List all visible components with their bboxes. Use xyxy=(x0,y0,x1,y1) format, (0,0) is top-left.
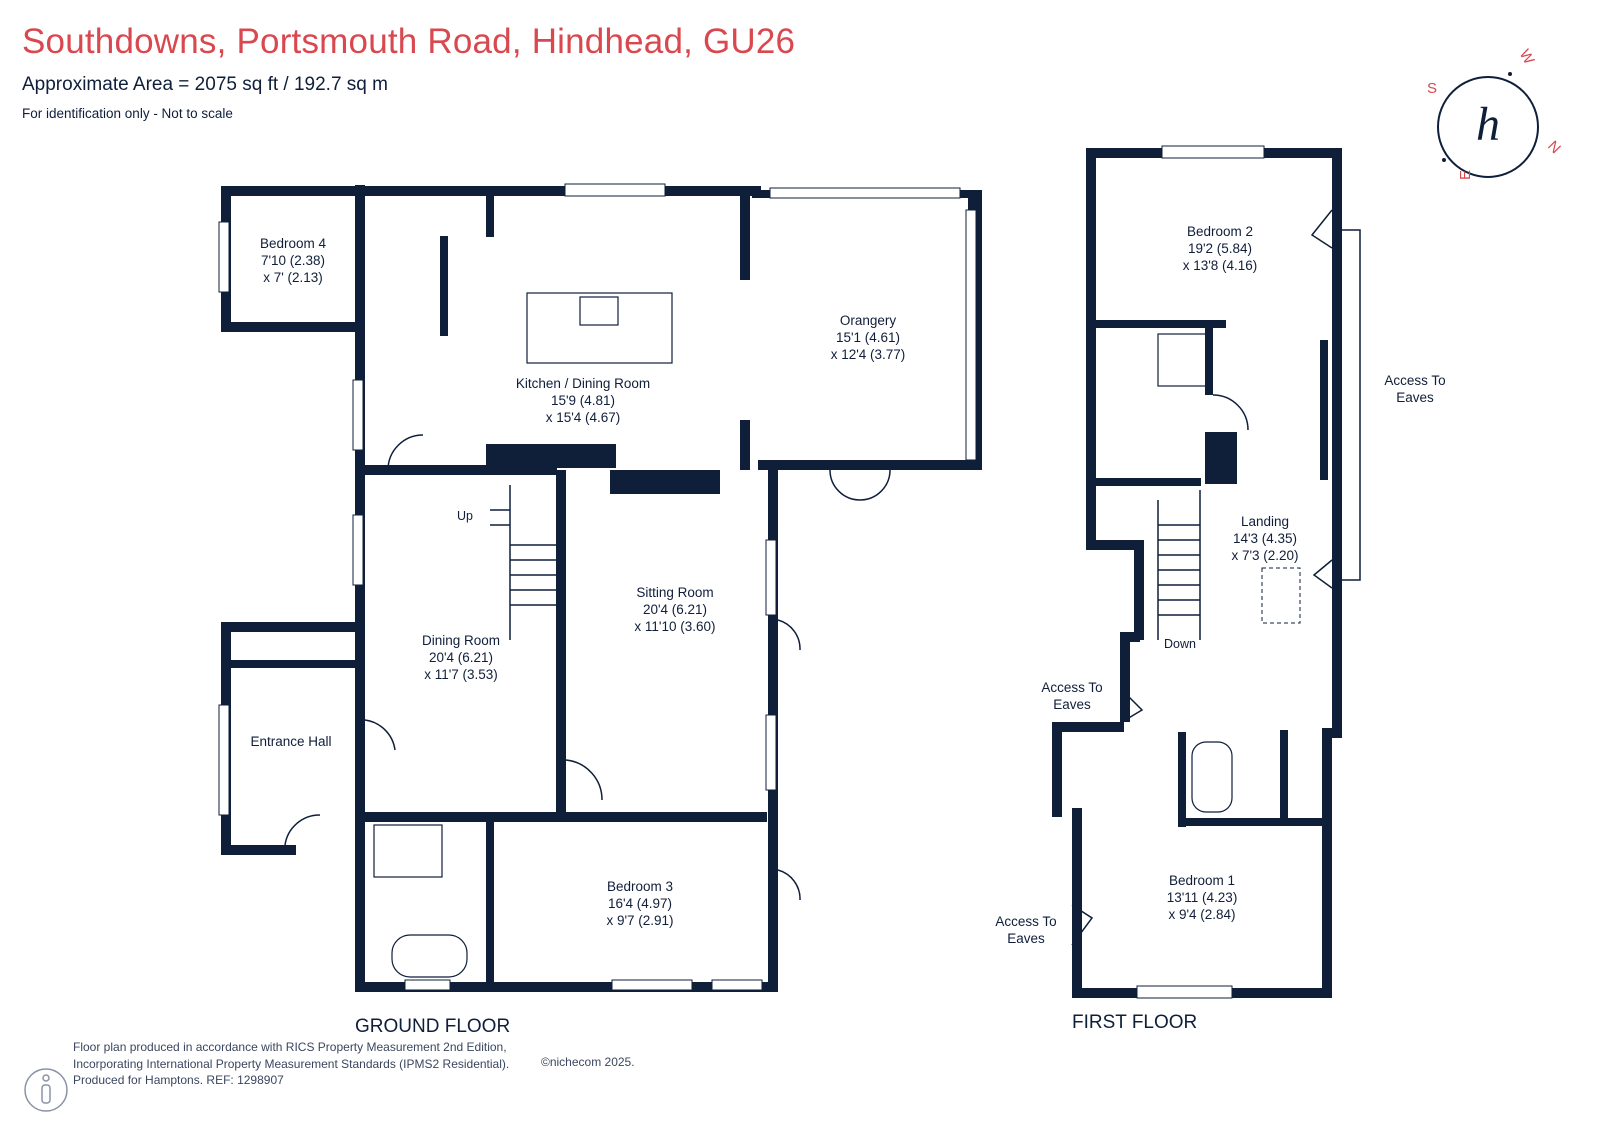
footer-copyright: ©nichecom 2025. xyxy=(541,1055,635,1069)
svg-text:Bedroom 1: Bedroom 1 xyxy=(1169,873,1235,888)
eaves-access-mid: Access To Eaves xyxy=(1041,680,1102,712)
svg-text:Landing: Landing xyxy=(1241,514,1289,529)
svg-text:14'3 (4.35): 14'3 (4.35) xyxy=(1233,531,1297,546)
svg-text:x 9'7 (2.91): x 9'7 (2.91) xyxy=(606,913,673,928)
first-floor-label: FIRST FLOOR xyxy=(1072,1012,1197,1033)
svg-text:x 11'10 (3.60): x 11'10 (3.60) xyxy=(634,619,715,634)
footer-line-1: Floor plan produced in accordance with R… xyxy=(73,1040,507,1054)
svg-text:7'10 (2.38): 7'10 (2.38) xyxy=(261,253,325,268)
room-sitting: Sitting Room 20'4 (6.21) x 11'10 (3.60) xyxy=(634,585,715,634)
svg-text:Eaves: Eaves xyxy=(1007,931,1045,946)
svg-text:Access To: Access To xyxy=(995,914,1056,929)
svg-text:Eaves: Eaves xyxy=(1396,390,1434,405)
room-kitchen-dining: Kitchen / Dining Room 15'9 (4.81) x 15'4… xyxy=(516,376,650,425)
footer-line-2: Incorporating International Property Mea… xyxy=(73,1056,510,1071)
svg-text:Bedroom 3: Bedroom 3 xyxy=(607,879,673,894)
svg-text:16'4 (4.97): 16'4 (4.97) xyxy=(608,896,672,911)
svg-text:Kitchen / Dining Room: Kitchen / Dining Room xyxy=(516,376,650,391)
compass-w: W xyxy=(1516,47,1538,68)
svg-text:19'2 (5.84): 19'2 (5.84) xyxy=(1188,241,1252,256)
compass-s: S xyxy=(1427,80,1437,97)
footer-text: Floor plan produced in accordance with R… xyxy=(73,1039,509,1089)
svg-text:15'1 (4.61): 15'1 (4.61) xyxy=(836,330,900,345)
compass-logo: h S W N E xyxy=(1427,47,1564,180)
svg-text:Orangery: Orangery xyxy=(840,313,897,328)
page-title: Southdowns, Portsmouth Road, Hindhead, G… xyxy=(22,22,796,61)
ground-floor-label: GROUND FLOOR xyxy=(355,1016,510,1037)
svg-text:15'9 (4.81): 15'9 (4.81) xyxy=(551,393,615,408)
ground-floor-plan xyxy=(218,183,982,992)
room-landing: Landing 14'3 (4.35) x 7'3 (2.20) xyxy=(1231,514,1298,563)
stairs-up-label: Up xyxy=(457,509,473,523)
svg-text:x 7' (2.13): x 7' (2.13) xyxy=(263,270,323,285)
svg-text:x 15'4 (4.67): x 15'4 (4.67) xyxy=(546,410,621,425)
info-icon xyxy=(24,1068,68,1112)
room-bedroom1: Bedroom 1 13'11 (4.23) x 9'4 (2.84) xyxy=(1167,873,1238,922)
room-orangery: Orangery 15'1 (4.61) x 12'4 (3.77) xyxy=(831,313,906,362)
eaves-access-low: Access To Eaves xyxy=(995,914,1056,946)
compass-n: N xyxy=(1544,138,1564,158)
compass-e: E xyxy=(1457,170,1474,180)
eaves-access-right: Access To Eaves xyxy=(1384,373,1445,405)
svg-text:Eaves: Eaves xyxy=(1053,697,1091,712)
svg-text:x 12'4 (3.77): x 12'4 (3.77) xyxy=(831,347,906,362)
stairs-down-label: Down xyxy=(1164,637,1196,651)
svg-text:x 7'3 (2.20): x 7'3 (2.20) xyxy=(1231,548,1298,563)
room-bedroom2: Bedroom 2 19'2 (5.84) x 13'8 (4.16) xyxy=(1183,224,1258,273)
room-bedroom4: Bedroom 4 7'10 (2.38) x 7' (2.13) xyxy=(260,236,327,285)
room-entrance-hall: Entrance Hall xyxy=(250,734,331,749)
room-bedroom3: Bedroom 3 16'4 (4.97) x 9'7 (2.91) xyxy=(606,879,673,928)
svg-text:Sitting Room: Sitting Room xyxy=(636,585,713,600)
svg-text:Bedroom 4: Bedroom 4 xyxy=(260,236,327,251)
room-dining: Dining Room 20'4 (6.21) x 11'7 (3.53) xyxy=(422,633,500,682)
svg-text:20'4 (6.21): 20'4 (6.21) xyxy=(429,650,493,665)
svg-text:20'4 (6.21): 20'4 (6.21) xyxy=(643,602,707,617)
svg-text:x 9'4 (2.84): x 9'4 (2.84) xyxy=(1168,907,1235,922)
svg-text:Access To: Access To xyxy=(1384,373,1445,388)
svg-text:Bedroom 2: Bedroom 2 xyxy=(1187,224,1253,239)
svg-text:Access To: Access To xyxy=(1041,680,1102,695)
footer-line-3: Produced for Hamptons. REF: 1298907 xyxy=(73,1073,284,1087)
svg-text:13'11 (4.23): 13'11 (4.23) xyxy=(1167,890,1238,905)
svg-text:Dining Room: Dining Room xyxy=(422,633,500,648)
first-floor-plan xyxy=(1052,145,1361,999)
svg-text:x 11'7 (3.53): x 11'7 (3.53) xyxy=(424,667,498,682)
disclaimer-note: For identification only - Not to scale xyxy=(22,106,233,121)
area-summary: Approximate Area = 2075 sq ft / 192.7 sq… xyxy=(22,74,388,95)
svg-text:x 13'8 (4.16): x 13'8 (4.16) xyxy=(1183,258,1258,273)
compass-logo-letter: h xyxy=(1476,98,1500,151)
